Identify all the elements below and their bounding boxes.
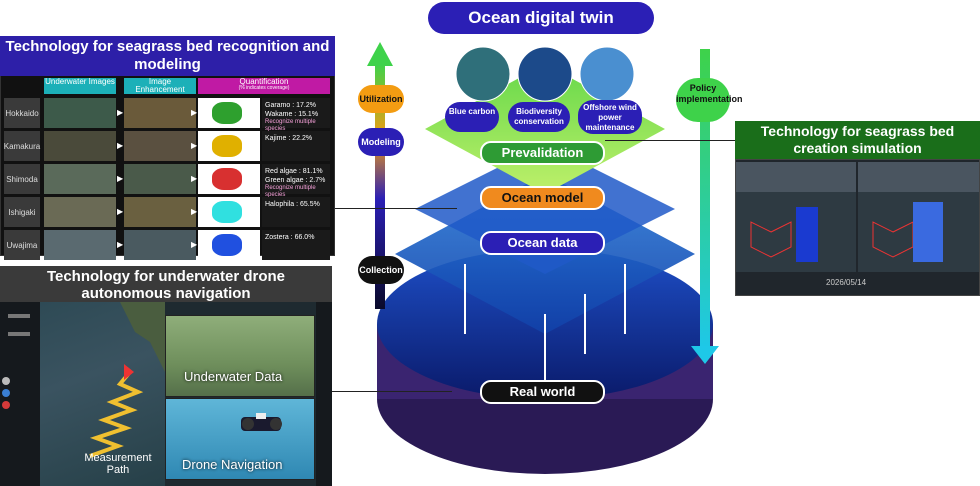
segmentation-image	[198, 98, 260, 128]
drone-control-sidebar	[0, 302, 40, 486]
down-arrow-icon	[691, 346, 719, 364]
quantification-result: Zostera : 66.0%	[262, 230, 330, 260]
segmentation-image	[198, 230, 260, 260]
segmentation-image	[198, 197, 260, 227]
quantification-result: Garamo : 17.2%Wakame : 15.1%Recognize mu…	[262, 98, 330, 132]
control-dot-icon[interactable]	[2, 389, 10, 397]
underwater-data-view: Underwater Data	[165, 315, 315, 397]
row-site-label: Ishigaki	[4, 197, 40, 227]
enhanced-image	[124, 197, 196, 227]
simulation-panel: 2026/05/14	[735, 159, 980, 296]
policy-badge: Policy implementation	[676, 78, 743, 122]
control-dot-icon[interactable]	[2, 377, 10, 385]
drone-position-icon	[124, 364, 134, 380]
underwater-image	[44, 131, 116, 161]
underwater-image	[44, 197, 116, 227]
utilization-arrow-shaft	[375, 64, 385, 309]
drone-navigation-view: Drone Navigation	[165, 398, 315, 480]
connector-line	[335, 208, 457, 209]
row-site-label: Shimoda	[4, 164, 40, 194]
radar-chart-left	[736, 162, 856, 262]
drone-right-toolbar	[316, 302, 332, 486]
simulation-map-left	[736, 162, 856, 272]
segmentation-image	[198, 131, 260, 161]
arrow-right-icon: ▶	[191, 174, 198, 183]
arrow-right-icon: ▶	[117, 240, 124, 249]
arrow-right-icon: ▶	[191, 141, 198, 150]
real-world-label: Real world	[480, 380, 605, 404]
underwater-image	[44, 98, 116, 128]
modeling-badge: Modeling	[358, 128, 404, 156]
quantification-result: Red algae : 81.1%Green algae : 2.7%Recog…	[262, 164, 330, 198]
row-site-label: Hokkaido	[4, 98, 40, 128]
enhanced-image	[124, 164, 196, 194]
service-biodiversity: Biodiversity conservation	[508, 102, 570, 132]
drone-map: Measurement Path	[40, 302, 165, 486]
collection-badge: Collection	[358, 256, 404, 284]
quantification-result: Halophila : 65.5%	[262, 197, 330, 227]
seagrass-recognition-title: Technology for seagrass bed recognition …	[0, 36, 335, 76]
underwater-image	[44, 230, 116, 260]
blue-carbon-image	[455, 46, 511, 102]
simulation-date: 2026/05/14	[826, 278, 867, 287]
up-arrow-icon	[367, 42, 393, 66]
connector-line	[332, 391, 452, 392]
policy-arrow-shaft	[700, 49, 710, 349]
measurement-path-svg	[89, 302, 165, 458]
drone-navigation-title: Technology for underwater drone autonomo…	[0, 266, 332, 302]
seagrass-creation-title: Technology for seagrass bed creation sim…	[735, 121, 980, 159]
measurement-path-label: Measurement Path	[84, 452, 152, 476]
ocean-data-label: Ocean data	[480, 231, 605, 255]
underwater-drone-icon	[241, 413, 282, 431]
arrow-right-icon: ▶	[117, 174, 124, 183]
measurement-path-line	[89, 370, 144, 458]
underwater-data-label: Underwater Data	[184, 369, 283, 384]
underwater-image	[44, 164, 116, 194]
connector-line	[605, 140, 735, 141]
control-dot-icon[interactable]	[2, 401, 10, 409]
arrow-right-icon: ▶	[191, 207, 198, 216]
arrow-right-icon: ▶	[117, 141, 124, 150]
drone-navigation-label: Drone Navigation	[182, 457, 283, 472]
prevalidation-label: Prevalidation	[480, 141, 605, 165]
arrow-right-icon: ▶	[117, 108, 124, 117]
offshore-wind-image	[579, 46, 635, 102]
enhanced-image	[124, 230, 196, 260]
radar-chart-right	[858, 162, 979, 262]
quantification-result: Kajime : 22.2%	[262, 131, 330, 161]
enhanced-image	[124, 98, 196, 128]
wind-turbine-icon	[464, 264, 626, 384]
row-site-label: Kamakura	[4, 131, 40, 161]
column-underwater-images: Underwater Images	[44, 78, 116, 94]
service-offshore-wind: Offshore wind power maintenance	[578, 100, 642, 134]
ocean-model-label: Ocean model	[480, 186, 605, 210]
arrow-right-icon: ▶	[117, 207, 124, 216]
biodiversity-image	[517, 46, 573, 102]
coastline-shape	[120, 302, 165, 372]
ocean-digital-twin-title: Ocean digital twin	[428, 2, 654, 34]
arrow-right-icon: ▶	[191, 108, 198, 117]
column-quantification: Quantification (% indicates coverage)	[198, 78, 330, 94]
arrow-right-icon: ▶	[191, 240, 198, 249]
utilization-badge: Utilization	[358, 85, 404, 113]
segmentation-image	[198, 164, 260, 194]
column-image-enhancement: Image Enhancement	[124, 78, 196, 94]
simulation-map-right	[858, 162, 979, 272]
enhanced-image	[124, 131, 196, 161]
service-blue-carbon: Blue carbon	[445, 102, 499, 132]
row-site-label: Uwajima	[4, 230, 40, 260]
